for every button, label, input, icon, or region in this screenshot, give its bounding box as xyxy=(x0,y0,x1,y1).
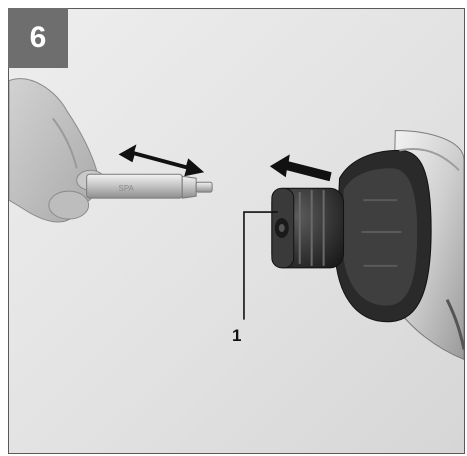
figure-number-badge: 6 xyxy=(8,8,68,68)
product-photo: SPA xyxy=(9,9,464,453)
impact-driver xyxy=(335,129,464,360)
bit-holder-chuck xyxy=(271,187,345,269)
svg-text:SPA: SPA xyxy=(119,184,135,193)
double-arrow-icon xyxy=(118,144,205,177)
screwdriver-bit: SPA xyxy=(86,173,213,199)
callout-number-1: 1 xyxy=(232,326,242,345)
callout-leader-line xyxy=(243,211,278,320)
photo-frame: SPA xyxy=(8,8,465,454)
insert-arrow-icon xyxy=(269,154,332,182)
